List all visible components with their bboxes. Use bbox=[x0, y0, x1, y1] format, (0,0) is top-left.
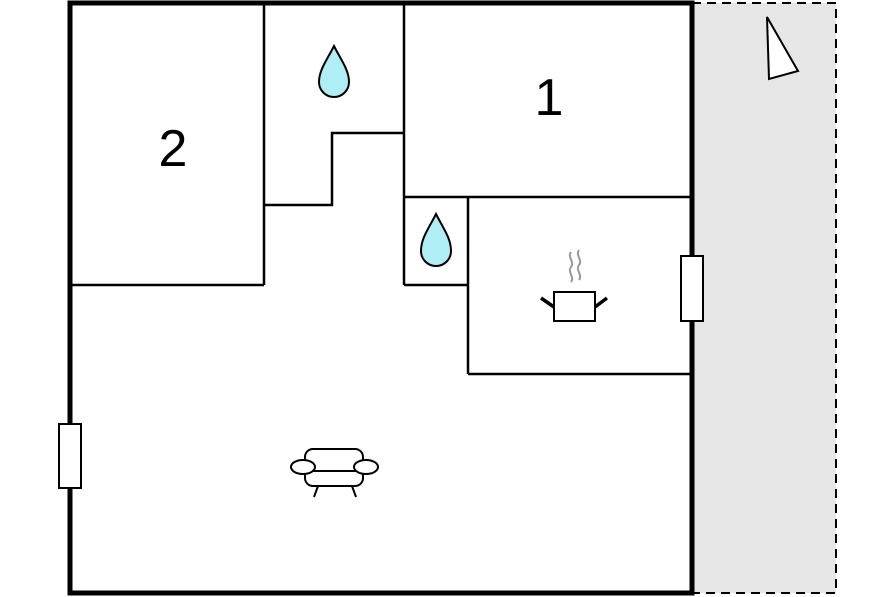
north-arrow-icon bbox=[766, 16, 800, 81]
terrace-area bbox=[691, 2, 837, 594]
room-label-2: 2 bbox=[159, 120, 188, 178]
room-label-1: 1 bbox=[535, 69, 564, 127]
interior-walls bbox=[70, 3, 692, 376]
armchair-icon bbox=[290, 448, 379, 498]
window-left bbox=[58, 423, 82, 489]
water-drop-icon bbox=[419, 211, 453, 267]
water-drop-icon bbox=[317, 43, 351, 98]
window-right bbox=[680, 255, 704, 322]
cooking-pot-icon bbox=[540, 249, 609, 322]
outer-walls bbox=[67, 0, 695, 596]
